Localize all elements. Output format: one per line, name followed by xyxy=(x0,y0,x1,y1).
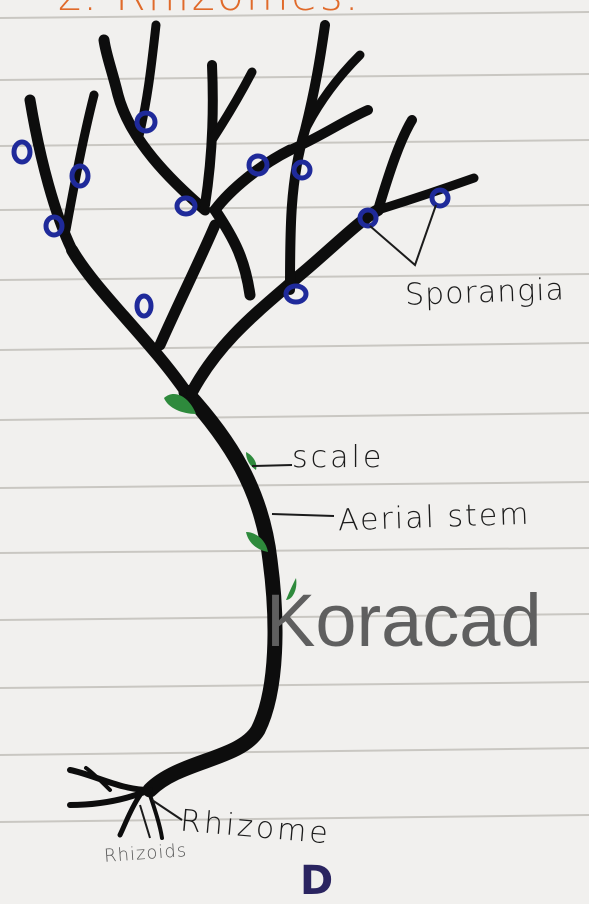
sporangium xyxy=(294,162,310,178)
bottom-text-fragment: D xyxy=(300,858,334,904)
rhizoids-pointer xyxy=(140,805,150,838)
plant-stem xyxy=(30,25,474,838)
watermark: Koracad xyxy=(266,578,542,663)
sporangium xyxy=(432,190,448,206)
branch-middle-left xyxy=(160,225,215,345)
sporangia-label: Sporangia xyxy=(404,272,565,313)
aerial-stem-pointer xyxy=(272,514,334,516)
rhizoid-4 xyxy=(150,795,162,838)
sporangium xyxy=(137,296,151,316)
rhizoid-1 xyxy=(70,770,150,790)
notebook-drawing xyxy=(0,0,589,876)
aerial-stem xyxy=(150,392,275,790)
heading-fragment: z. Rhizomes. xyxy=(58,0,361,21)
aerial-stem-label: Aerial stem xyxy=(337,497,531,539)
branch-middle-right xyxy=(215,210,250,295)
scale-pointer xyxy=(252,465,292,466)
branch-middle-top-fork xyxy=(212,72,252,140)
scale-label: scale xyxy=(292,440,384,475)
main-branch-right xyxy=(192,210,378,392)
